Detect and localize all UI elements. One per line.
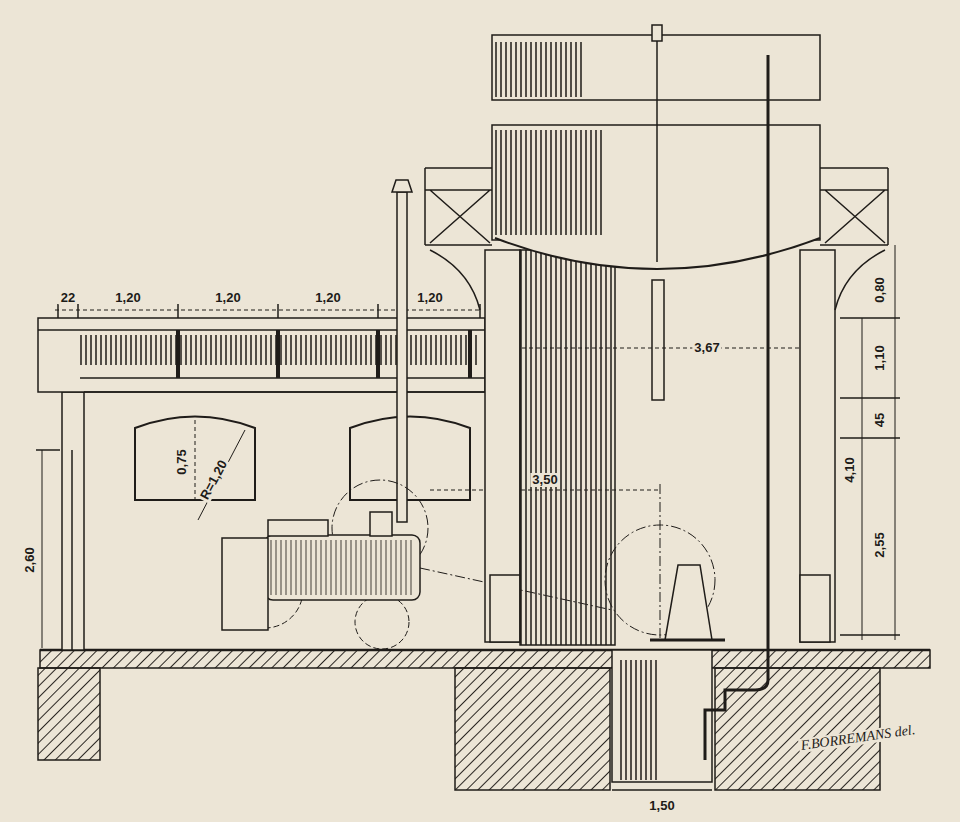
- dimension-tick: [840, 317, 900, 319]
- dimension-label: 1,20: [415, 291, 444, 305]
- window: [350, 417, 470, 501]
- dimension-label: 1,50: [647, 799, 676, 813]
- floor-line: [40, 649, 930, 652]
- dimension-label: 0,80: [873, 275, 887, 304]
- pillar-base: [800, 575, 830, 642]
- cylinder: [268, 520, 328, 536]
- wall-pilaster: [71, 450, 73, 650]
- dimension-line: [862, 318, 863, 640]
- dimension-label: 2,60: [23, 545, 37, 574]
- dimension-line: [195, 420, 196, 500]
- tower-foundation-left: [455, 668, 610, 790]
- left-foundation: [38, 668, 100, 760]
- dimension-line: [55, 310, 482, 311]
- ceiling-line: [84, 391, 485, 393]
- line-work: [36, 25, 930, 790]
- left-wall: [62, 392, 84, 650]
- dimension-label: 45: [873, 411, 887, 429]
- axis-line: [660, 484, 661, 640]
- well-shading: [618, 660, 658, 780]
- dimension-tick: [277, 304, 279, 318]
- dimension-tick: [77, 304, 79, 318]
- dimension-tick: [177, 304, 179, 318]
- tank-shading: [495, 42, 585, 97]
- chimney-cap: [392, 180, 412, 192]
- firebox: [222, 538, 268, 630]
- chimney: [397, 192, 407, 522]
- dimension-line: [895, 245, 896, 640]
- dimension-label: 22: [59, 291, 77, 305]
- left-pillar: [485, 250, 520, 642]
- pump-frame: [665, 565, 712, 640]
- dimension-label: 1,20: [313, 291, 342, 305]
- supply-pipe: [767, 55, 770, 680]
- dimension-tick: [36, 449, 60, 451]
- dimension-line: [522, 348, 800, 349]
- signature: F.BORREMANS del.: [798, 723, 918, 753]
- well-shaft: [612, 650, 712, 782]
- valve-head: [652, 25, 662, 41]
- tank-shading: [495, 130, 605, 235]
- joist: [276, 330, 280, 378]
- dimension-label: 1,20: [113, 291, 142, 305]
- pillar-base: [490, 575, 520, 642]
- boiler-shading: [270, 540, 415, 595]
- roof-line: [80, 377, 485, 379]
- valve-rod: [656, 30, 658, 262]
- wheel-circle: [355, 595, 409, 649]
- ground-strip: [40, 650, 930, 668]
- dimension-tick: [57, 304, 59, 318]
- dimension-label: 3,67: [692, 341, 721, 355]
- dimension-label: 4,10: [843, 455, 857, 484]
- dimension-label: R=1,20: [197, 456, 231, 503]
- dimension-tick: [840, 437, 900, 439]
- joist: [376, 330, 380, 378]
- dimension-tick: [377, 304, 379, 318]
- dimension-label: 1,10: [873, 343, 887, 372]
- tower-foundation-right: [715, 668, 880, 790]
- roof-line: [38, 329, 485, 331]
- dimension-tick: [840, 634, 900, 636]
- outlet-pipe: [652, 280, 664, 400]
- dimension-label: 2,55: [873, 530, 887, 559]
- tower-shaft: [520, 250, 615, 645]
- well-dimension-line: [612, 789, 712, 791]
- dimension-tick: [840, 397, 900, 399]
- roof-cornice: [38, 318, 485, 392]
- pipe-elbow: [705, 680, 768, 760]
- window: [135, 417, 255, 501]
- joist: [468, 330, 472, 378]
- tank-upper: [492, 35, 820, 100]
- boiler: [265, 535, 420, 600]
- joist: [176, 330, 180, 378]
- pump-base: [650, 639, 725, 642]
- dimension-label: 0,75: [175, 447, 189, 476]
- dimension-label: 3,50: [530, 473, 559, 487]
- steam-dome: [370, 512, 392, 536]
- dimension-line: [42, 450, 43, 648]
- gallery-railing: [425, 168, 492, 245]
- gallery-railing: [820, 168, 888, 245]
- right-pillar: [800, 250, 835, 642]
- dimension-label: 1,20: [213, 291, 242, 305]
- tank-body: [492, 125, 820, 240]
